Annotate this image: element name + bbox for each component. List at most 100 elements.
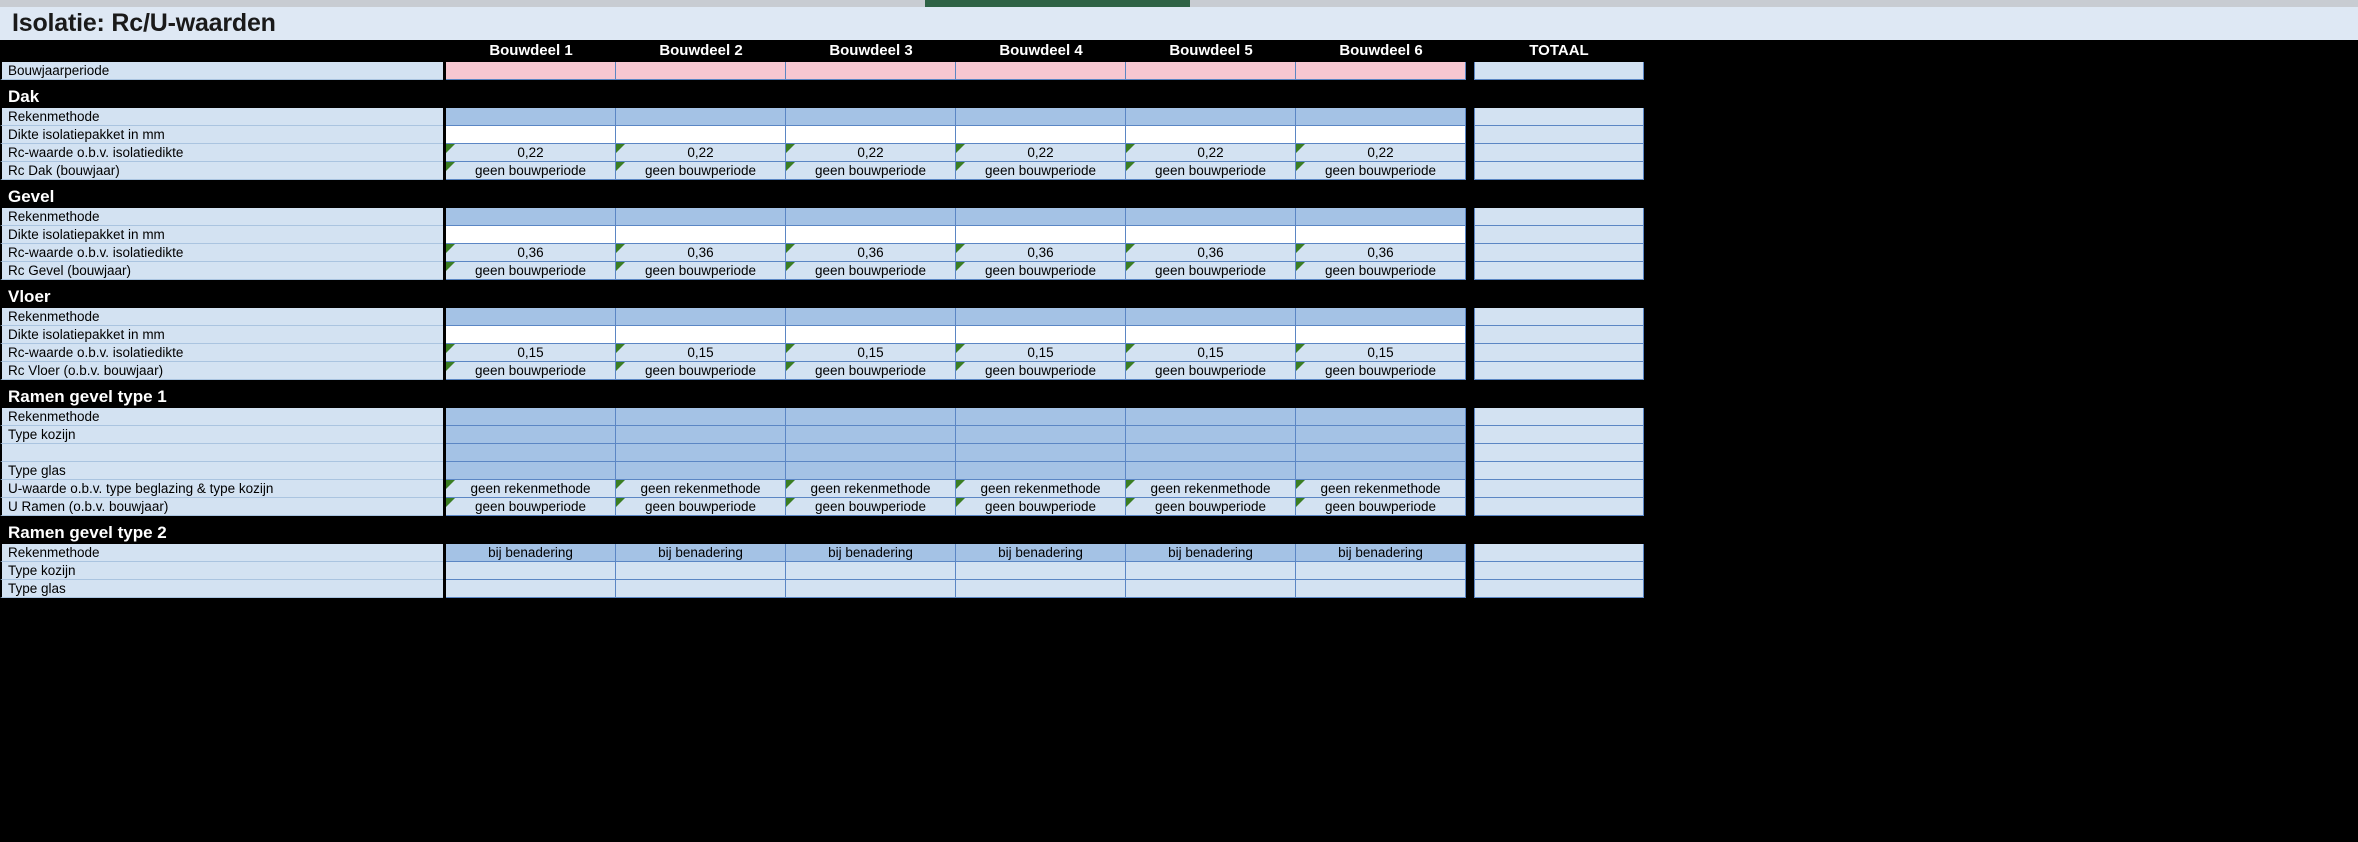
cell-bouwdeel-6[interactable] [1296, 462, 1466, 480]
cell-total[interactable] [1474, 362, 1644, 380]
cell-bouwdeel-5[interactable]: 0,15 [1126, 344, 1296, 362]
cell-total[interactable] [1474, 498, 1644, 516]
cell-bouwdeel-2[interactable] [616, 562, 786, 580]
table-row[interactable]: Rekenmethode [0, 108, 2358, 126]
cell-bouwdeel-4[interactable]: geen bouwperiode [956, 162, 1126, 180]
cell-bouwdeel-3[interactable] [786, 208, 956, 226]
cell-bouwdeel-5[interactable] [1126, 208, 1296, 226]
column-header-1[interactable]: Bouwdeel 1 [446, 40, 616, 62]
cell-bouwdeel-4[interactable] [956, 580, 1126, 598]
cell-bouwdeel-1[interactable] [446, 126, 616, 144]
cell-bouwdeel-2[interactable]: 0,22 [616, 144, 786, 162]
cell-bouwdeel-3[interactable] [786, 462, 956, 480]
table-row[interactable]: Dikte isolatiepakket in mm [0, 226, 2358, 244]
cell-bouwdeel-6[interactable] [1296, 62, 1466, 80]
cell-bouwdeel-5[interactable]: geen bouwperiode [1126, 498, 1296, 516]
cell-bouwdeel-5[interactable] [1126, 408, 1296, 426]
cell-total[interactable] [1474, 208, 1644, 226]
cell-total[interactable] [1474, 462, 1644, 480]
cell-total[interactable] [1474, 308, 1644, 326]
cell-bouwdeel-3[interactable]: 0,15 [786, 344, 956, 362]
cell-bouwdeel-4[interactable]: bij benadering [956, 544, 1126, 562]
cell-bouwdeel-6[interactable] [1296, 580, 1466, 598]
cell-bouwdeel-3[interactable] [786, 326, 956, 344]
cell-bouwdeel-2[interactable] [616, 108, 786, 126]
table-row[interactable]: Dikte isolatiepakket in mm [0, 126, 2358, 144]
cell-bouwdeel-2[interactable]: geen bouwperiode [616, 262, 786, 280]
cell-bouwdeel-6[interactable] [1296, 226, 1466, 244]
cell-bouwdeel-3[interactable] [786, 580, 956, 598]
cell-bouwdeel-4[interactable] [956, 308, 1126, 326]
cell-bouwdeel-5[interactable] [1126, 62, 1296, 80]
cell-bouwdeel-1[interactable]: 0,22 [446, 144, 616, 162]
cell-bouwdeel-1[interactable]: bij benadering [446, 544, 616, 562]
cell-bouwdeel-4[interactable] [956, 408, 1126, 426]
column-header-2[interactable]: Bouwdeel 2 [616, 40, 786, 62]
cell-bouwdeel-1[interactable] [446, 562, 616, 580]
cell-bouwdeel-6[interactable]: 0,36 [1296, 244, 1466, 262]
cell-bouwdeel-1[interactable] [446, 226, 616, 244]
cell-bouwdeel-2[interactable]: geen rekenmethode [616, 480, 786, 498]
cell-total[interactable] [1474, 244, 1644, 262]
cell-bouwdeel-6[interactable] [1296, 108, 1466, 126]
cell-bouwdeel-2[interactable]: geen bouwperiode [616, 498, 786, 516]
cell-bouwdeel-4[interactable] [956, 462, 1126, 480]
cell-bouwdeel-4[interactable]: geen bouwperiode [956, 498, 1126, 516]
cell-bouwdeel-6[interactable] [1296, 444, 1466, 462]
cell-bouwdeel-1[interactable]: 0,36 [446, 244, 616, 262]
cell-bouwdeel-6[interactable] [1296, 308, 1466, 326]
cell-bouwdeel-6[interactable]: geen rekenmethode [1296, 480, 1466, 498]
cell-bouwdeel-4[interactable] [956, 108, 1126, 126]
cell-bouwdeel-2[interactable]: geen bouwperiode [616, 362, 786, 380]
cell-bouwdeel-3[interactable]: geen bouwperiode [786, 498, 956, 516]
cell-bouwdeel-2[interactable] [616, 462, 786, 480]
cell-total[interactable] [1474, 444, 1644, 462]
cell-bouwdeel-5[interactable]: bij benadering [1126, 544, 1296, 562]
cell-total[interactable] [1474, 108, 1644, 126]
cell-bouwdeel-3[interactable] [786, 308, 956, 326]
cell-bouwdeel-6[interactable]: bij benadering [1296, 544, 1466, 562]
cell-total[interactable] [1474, 226, 1644, 244]
table-row[interactable] [0, 444, 2358, 462]
cell-bouwdeel-6[interactable] [1296, 126, 1466, 144]
cell-total[interactable] [1474, 426, 1644, 444]
cell-bouwdeel-2[interactable] [616, 426, 786, 444]
cell-bouwdeel-2[interactable] [616, 326, 786, 344]
cell-bouwdeel-1[interactable] [446, 62, 616, 80]
cell-bouwdeel-1[interactable] [446, 580, 616, 598]
cell-bouwdeel-4[interactable] [956, 426, 1126, 444]
cell-bouwdeel-5[interactable] [1126, 226, 1296, 244]
cell-bouwdeel-1[interactable] [446, 408, 616, 426]
cell-bouwdeel-3[interactable] [786, 444, 956, 462]
cell-bouwdeel-3[interactable]: geen bouwperiode [786, 262, 956, 280]
table-row[interactable]: Type kozijn [0, 426, 2358, 444]
cell-total[interactable] [1474, 162, 1644, 180]
cell-bouwdeel-1[interactable]: 0,15 [446, 344, 616, 362]
cell-bouwdeel-1[interactable] [446, 462, 616, 480]
cell-bouwdeel-3[interactable] [786, 226, 956, 244]
cell-bouwdeel-1[interactable] [446, 426, 616, 444]
cell-bouwdeel-1[interactable]: geen bouwperiode [446, 162, 616, 180]
cell-bouwdeel-3[interactable] [786, 408, 956, 426]
cell-total[interactable] [1474, 126, 1644, 144]
cell-bouwdeel-3[interactable]: 0,36 [786, 244, 956, 262]
cell-bouwdeel-2[interactable] [616, 62, 786, 80]
cell-total[interactable] [1474, 344, 1644, 362]
cell-bouwdeel-6[interactable]: geen bouwperiode [1296, 362, 1466, 380]
cell-bouwdeel-5[interactable]: geen rekenmethode [1126, 480, 1296, 498]
table-row[interactable]: Rekenmethode [0, 308, 2358, 326]
cell-bouwdeel-5[interactable] [1126, 562, 1296, 580]
cell-bouwdeel-4[interactable] [956, 444, 1126, 462]
cell-bouwdeel-4[interactable]: 0,22 [956, 144, 1126, 162]
cell-bouwdeel-1[interactable]: geen bouwperiode [446, 262, 616, 280]
table-row[interactable]: U-waarde o.b.v. type beglazing & type ko… [0, 480, 2358, 498]
cell-bouwdeel-5[interactable] [1126, 308, 1296, 326]
cell-bouwdeel-6[interactable]: 0,15 [1296, 344, 1466, 362]
table-row[interactable]: Type glas [0, 462, 2358, 480]
cell-total[interactable] [1474, 144, 1644, 162]
